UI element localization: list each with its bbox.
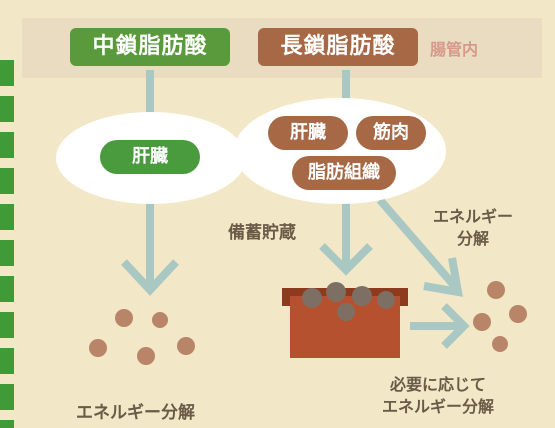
bottom-energy-label-line1: 必要に応じて — [389, 375, 486, 394]
intestine-label: 腸管内 — [430, 40, 479, 59]
left-energy-dots — [89, 309, 195, 365]
lcfa-muscle-pill: 筋肉 — [356, 116, 426, 150]
mcfa-liver-pill: 肝臓 — [100, 140, 200, 174]
right-energy-label-line1: エネルギー — [432, 207, 513, 226]
lcfa-liver-pill: 肝臓 — [268, 116, 348, 150]
left-decor-stripe — [0, 60, 14, 428]
storage-label: 備蓄貯蔵 — [228, 223, 296, 243]
left-energy-label: エネルギー分解 — [76, 403, 195, 423]
lcfa-title: 長鎖脂肪酸 — [258, 28, 418, 66]
right-energy-label-line2: 分解 — [456, 229, 489, 248]
bottom-energy-label: 必要に応じて エネルギー分解 — [348, 374, 528, 418]
right-energy-dots — [473, 281, 527, 352]
diagonal-arrow — [376, 197, 463, 297]
right-energy-label: エネルギー 分解 — [418, 206, 528, 250]
bottom-energy-label-line2: エネルギー分解 — [381, 397, 494, 416]
horizontal-arrow — [410, 303, 470, 349]
mcfa-title: 中鎖脂肪酸 — [70, 28, 230, 66]
lcfa-adipose-pill: 脂肪組織 — [292, 156, 396, 190]
